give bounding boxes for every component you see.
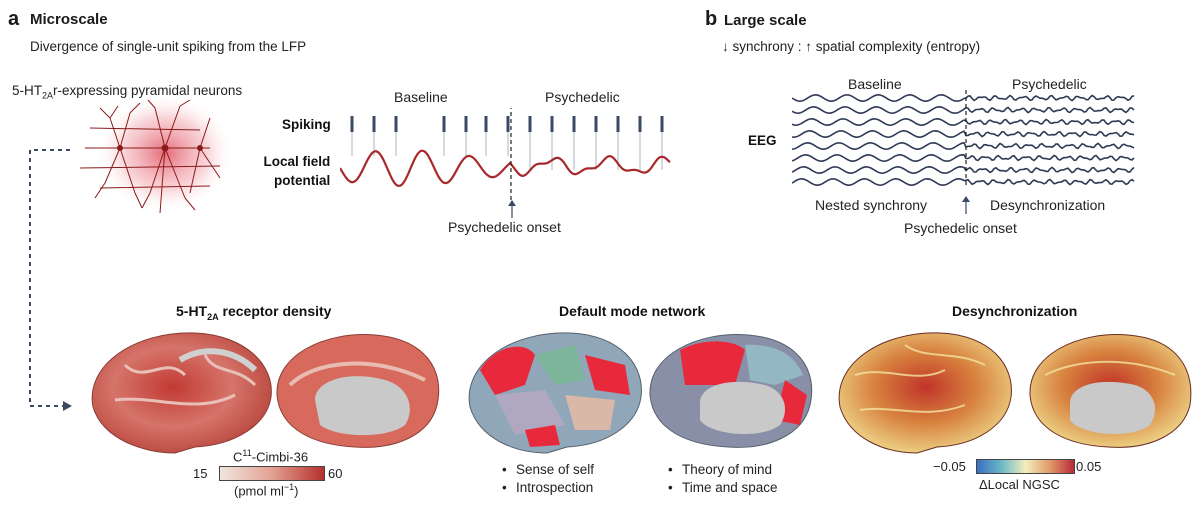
receptor-cbar-max: 60 [328,466,343,481]
eeg-trace [792,153,1135,163]
spiking-label: Spiking [282,117,331,132]
receptor-density-title: 5-HT2A receptor density [176,303,332,322]
eeg-trace [792,117,1135,127]
panel-a-baseline-label: Baseline [394,89,448,105]
ngsc-colorbar [976,459,1075,474]
desync-map-title: Desynchronization [952,303,1078,319]
receptor-lateral-brain [91,332,272,454]
lfp-trace [340,149,671,187]
panel-b-baseline-label: Baseline [848,76,902,92]
panel-a-onset-label: Psychedelic onset [448,219,561,235]
pyramidal-neuron-illustration [79,98,235,214]
panel-a-psychedelic-label: Psychedelic [545,89,620,105]
dashed-connector-arrow [29,149,72,411]
receptor-medial-brain [276,334,440,448]
panel-b-onset-label: Psychedelic onset [904,220,1017,236]
panel-b-subtitle: ↓ synchrony : ↑ spatial complexity (entr… [722,39,981,54]
eeg-traces [792,88,1135,188]
eeg-trace [792,177,1135,187]
panel-a-letter: a [8,8,20,30]
panel-b-psychedelic-label: Psychedelic [1012,76,1087,92]
panel-b-letter: b [705,8,718,30]
neuron-label: 5-HT2Ar-expressing pyramidal neurons [12,83,243,101]
dmn-bullet-left-2: •Introspection [502,480,594,495]
eeg-trace [792,129,1135,139]
brain-maps [91,332,1192,454]
panel-b-title: Large scale [724,12,807,29]
receptor-colorbar [219,466,325,481]
dmn-bullet-left-1: •Sense of self [502,462,595,477]
eeg-label: EEG [748,133,777,148]
ngsc-cbar-max: 0.05 [1076,459,1102,474]
tracer-label: C11-Cimbi-36 [233,448,309,465]
receptor-cbar-min: 15 [193,466,208,481]
eeg-trace [792,105,1135,115]
spike-lfp-plot [340,108,671,203]
eeg-trace [792,141,1135,151]
dmn-bullet-right-2: •Time and space [668,480,778,495]
onset-arrow-b [962,196,970,214]
eeg-trace [792,165,1135,175]
panel-a-title: Microscale [30,11,108,28]
dmn-medial-brain [649,334,813,448]
dmn-lateral-brain [468,332,642,454]
panel-a-subtitle: Divergence of single-unit spiking from t… [30,39,307,54]
onset-arrow-a [508,200,516,218]
dmn-title: Default mode network [559,303,706,319]
desynchronization-label: Desynchronization [990,197,1106,213]
ngsc-cbar-min: −0.05 [933,459,966,474]
lfp-label: Local field potential [263,154,331,188]
desync-lateral-brain [838,332,1012,454]
receptor-cbar-unit: (pmol ml−1) [234,482,299,499]
eeg-trace [792,93,1135,103]
desync-medial-brain [1029,334,1192,448]
dmn-bullet-right-1: •Theory of mind [668,462,773,477]
nested-synchrony-label: Nested synchrony [815,197,928,213]
ngsc-label: ΔLocal NGSC [979,477,1060,492]
